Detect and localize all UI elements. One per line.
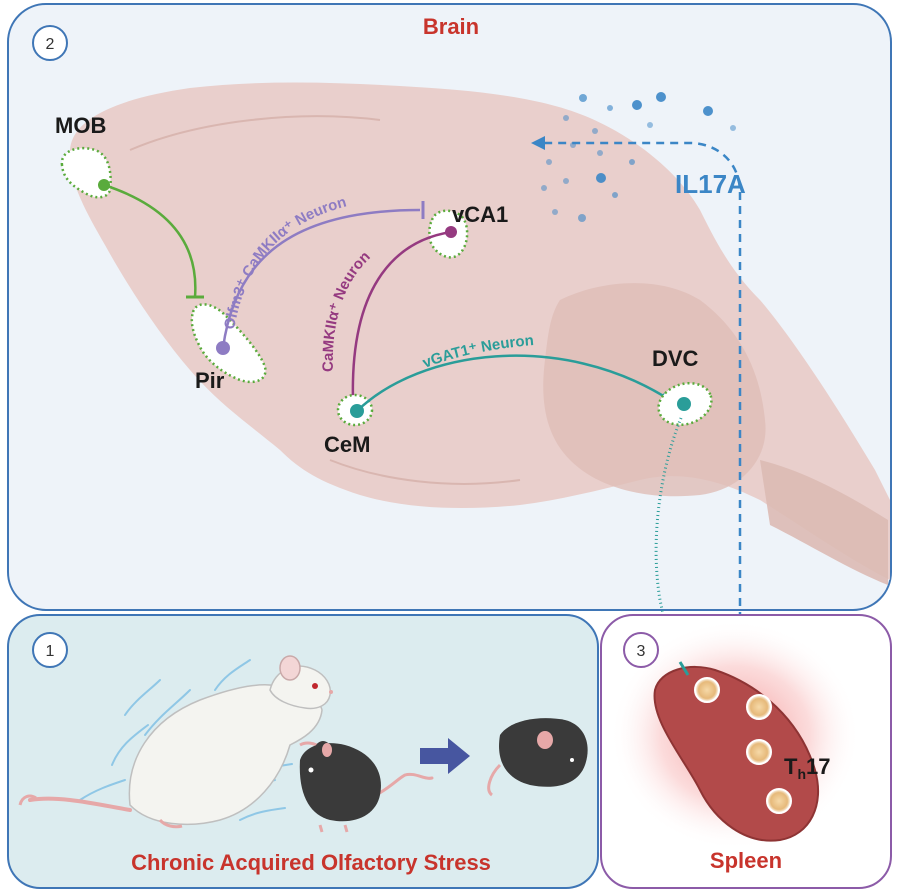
mob-label: MOB [55,113,106,138]
cem-region [336,393,374,427]
il17a-arrowhead [531,136,545,150]
brain-panel-title: Brain [423,14,479,39]
stress-panel-title: Chronic Acquired Olfactory Stress [131,850,491,875]
camk-projection [351,230,452,401]
dvc-label: DVC [652,346,699,371]
il17a-pathway [531,136,742,690]
olfm3-projection [221,208,421,349]
pir-label: Pir [195,368,225,393]
dvc-region [657,381,713,427]
spleen-panel: 3 Spleen Th17 [600,614,892,889]
mob-to-pir-projection [103,183,197,298]
panel-number-2: 2 [46,36,55,53]
panel-number-badge-2 [32,25,68,61]
spleen-panel-title: Spleen [710,848,782,873]
vca1-region [428,209,469,259]
vca1-label: vCA1 [452,202,508,227]
th17-cells [694,677,792,814]
cem-label: CeM [324,432,370,457]
panel-number-badge-3 [623,632,659,668]
spleen-nerve-terminal [678,661,690,676]
black-mouse-illustration [299,741,434,833]
panel-number-1: 1 [46,643,55,660]
vgat-projection [356,354,671,412]
dvc-to-spleen-projection [654,417,687,669]
il17a-particles [541,92,736,222]
stress-panel: 1 Chronic Acquired Olfactory Stress [7,614,599,889]
panel-number-badge-1 [32,632,68,668]
il17a-label: IL17A [675,169,746,199]
brain-panel: 2 Brain [7,3,892,690]
panel-number-3: 3 [637,643,646,660]
white-rat-illustration [18,655,333,829]
curled-mouse-illustration [487,718,588,797]
brain-illustration [69,82,890,585]
transition-arrow [420,738,470,774]
th17-label: Th17 [784,754,831,782]
